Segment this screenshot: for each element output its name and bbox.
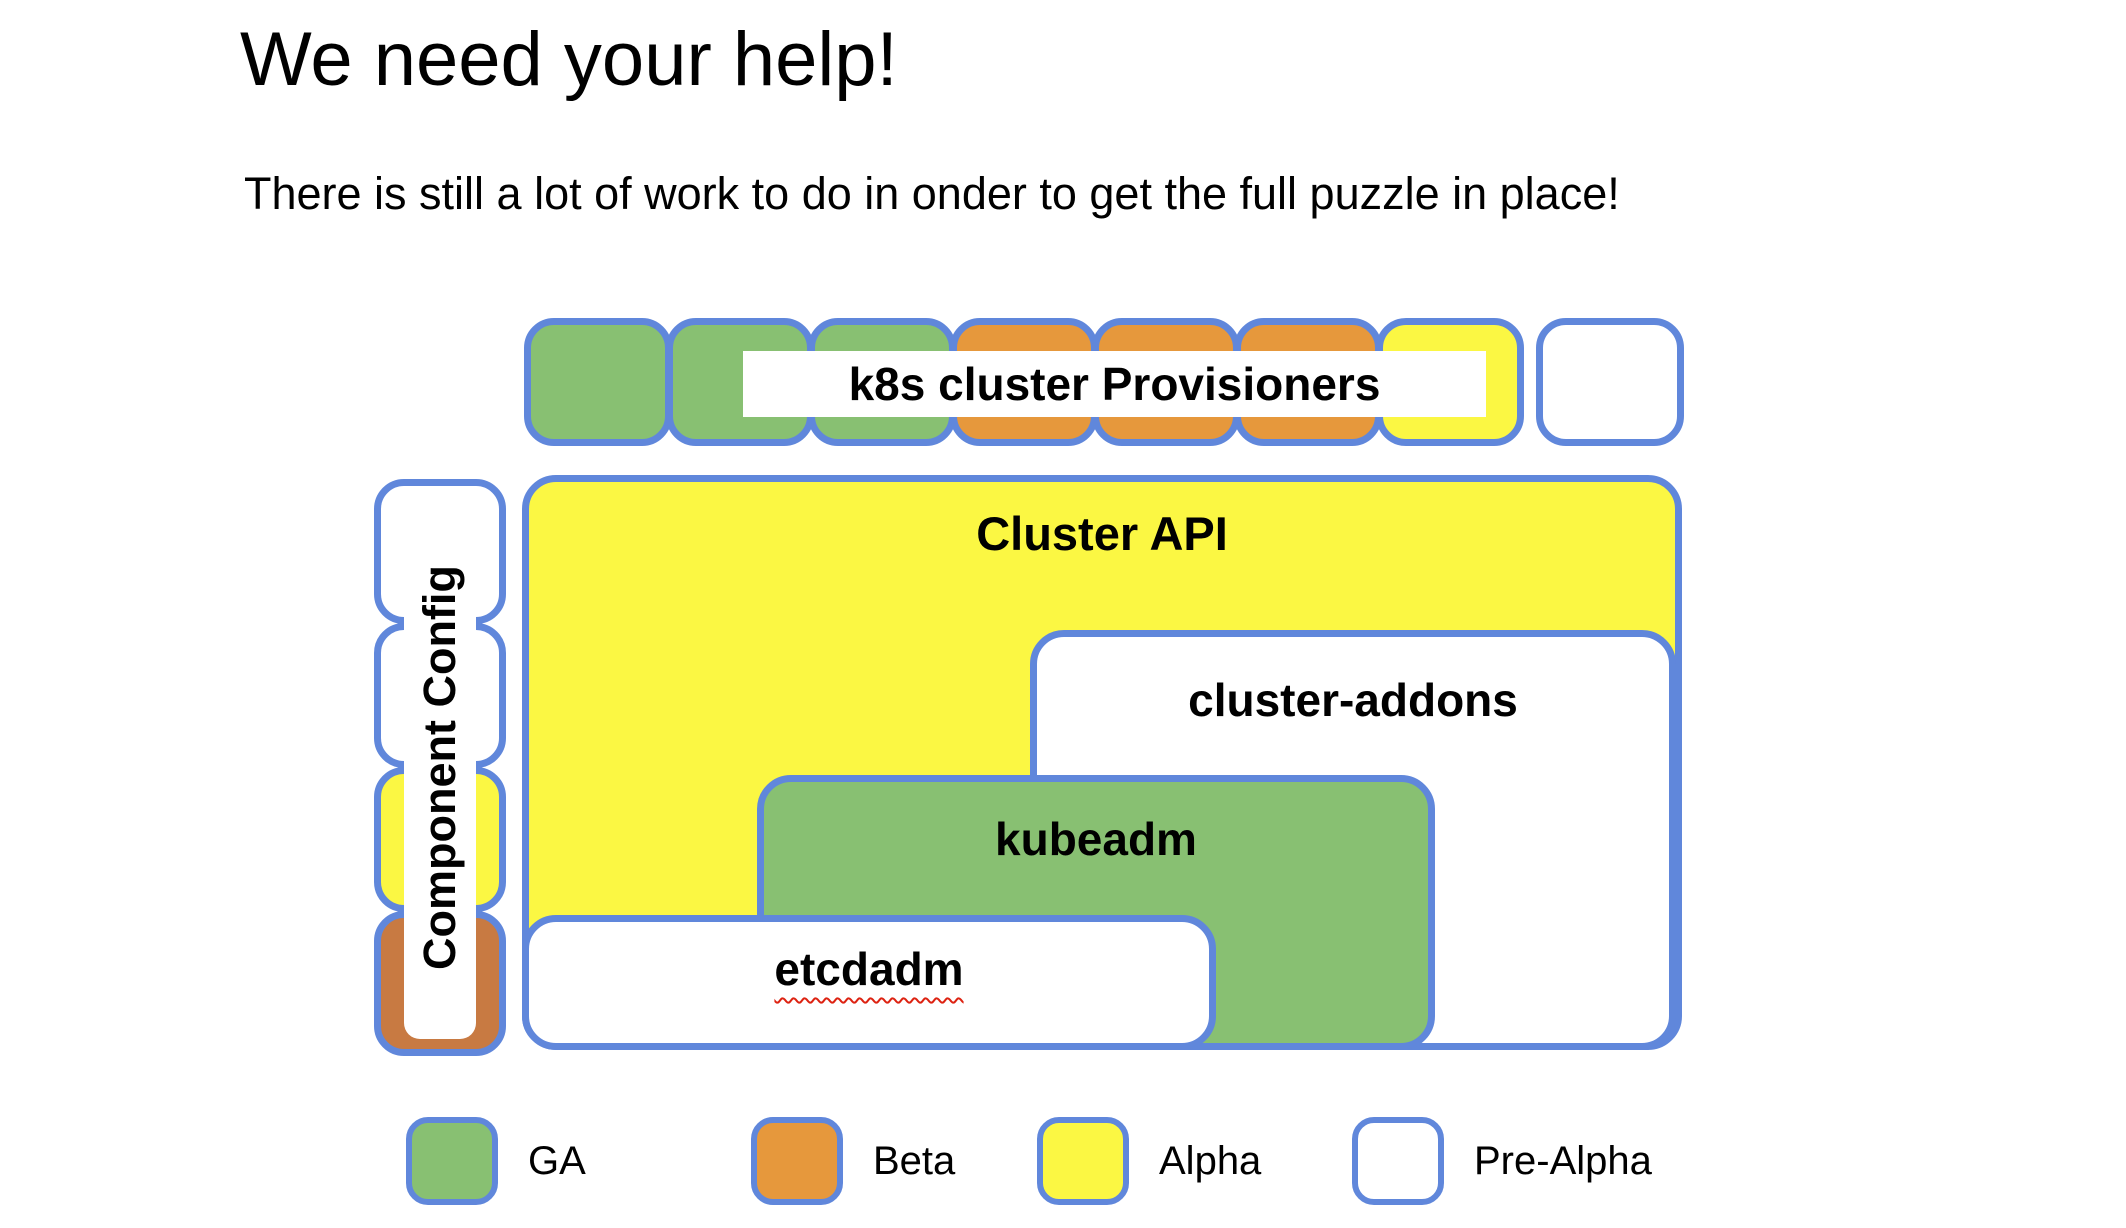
component-config-label: Component Config (404, 497, 476, 1039)
legend-swatch-ga (406, 1117, 498, 1205)
legend-label-alpha: Alpha (1159, 1138, 1262, 1183)
legend-swatch-alpha (1037, 1117, 1129, 1205)
etcdadm-box: etcdadm (522, 915, 1216, 1050)
provisioner-square-8-prealpha (1536, 318, 1684, 446)
legend-item-alpha: Alpha (1037, 1117, 1261, 1205)
cluster-api-label: Cluster API (976, 507, 1228, 560)
legend-label-beta: Beta (873, 1138, 956, 1183)
legend-item-pre-alpha: Pre-Alpha (1352, 1117, 1652, 1205)
legend-item-ga: GA (406, 1117, 586, 1205)
legend-item-beta: Beta (751, 1117, 955, 1205)
legend: GA Beta Alpha Pre-Alpha (0, 1117, 2126, 1207)
slide-title: We need your help! (240, 17, 898, 102)
legend-swatch-prealpha (1352, 1117, 1444, 1205)
cluster-addons-label: cluster-addons (1188, 674, 1518, 726)
slide-subtitle: There is still a lot of work to do in on… (244, 168, 1620, 219)
provisioner-square-1-ga (524, 318, 672, 446)
provisioners-label: k8s cluster Provisioners (743, 351, 1486, 417)
kubeadm-label: kubeadm (995, 813, 1197, 865)
legend-label-ga: GA (528, 1138, 586, 1183)
legend-label-pre-alpha: Pre-Alpha (1474, 1138, 1652, 1183)
etcdadm-label: etcdadm (774, 943, 964, 995)
legend-swatch-beta (751, 1117, 843, 1205)
